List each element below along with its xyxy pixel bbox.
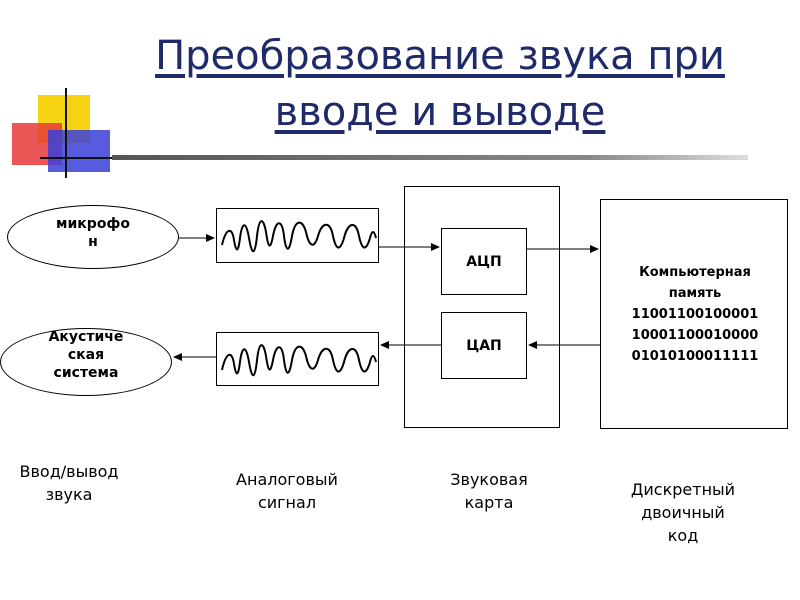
adc-label: АЦП	[466, 253, 502, 270]
dac-block: ЦАП	[441, 312, 527, 379]
caption-analog: Аналоговый сигнал	[236, 470, 338, 512]
analog-signal-box-input	[216, 208, 379, 263]
microphone-node: микрофо н	[7, 205, 179, 269]
adc-block: АЦП	[441, 228, 527, 295]
dac-label: ЦАП	[466, 337, 502, 354]
memory-label: Компьютерная память 11001100100001 10001…	[631, 265, 759, 364]
title-rule	[112, 155, 748, 160]
speaker-node: Акустиче ская система	[0, 328, 172, 396]
speaker-label: Акустиче ская система	[48, 329, 124, 381]
memory-box	[600, 199, 788, 429]
page-title: Преобразование звука при вводе и выводе	[155, 33, 725, 135]
deco-blue-square	[48, 130, 110, 172]
microphone-label: микрофо н	[56, 216, 130, 250]
caption-io: Ввод/вывод звука	[19, 462, 119, 504]
caption-sound-card: Звуковая карта	[450, 470, 528, 512]
sound-card-box	[404, 186, 560, 428]
analog-signal-box-output	[216, 332, 379, 386]
caption-digital: Дискретный двоичный код	[630, 480, 736, 545]
